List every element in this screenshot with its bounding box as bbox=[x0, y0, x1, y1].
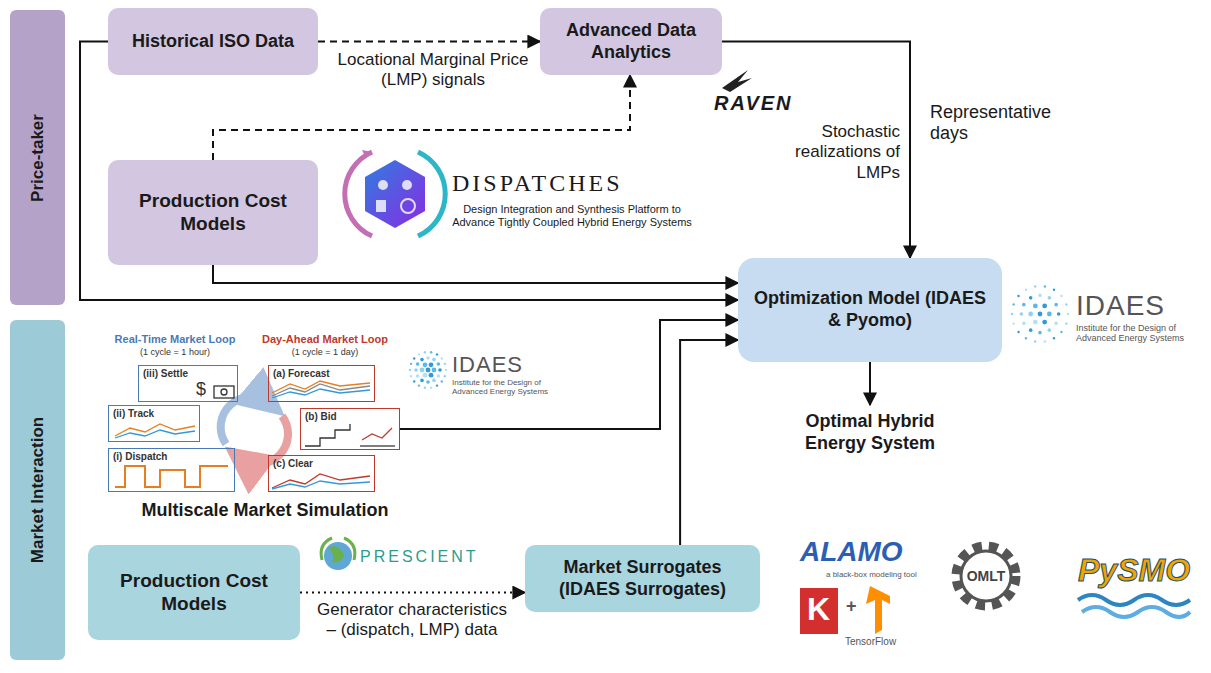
node-label: (a) Forecast bbox=[273, 368, 330, 380]
step-box: (b) Bid bbox=[300, 408, 400, 450]
node-label: Optimal Hybrid Energy System bbox=[780, 411, 960, 454]
prescient-globe bbox=[321, 538, 355, 570]
edge-label: Generator characteristics – (dispatch, L… bbox=[312, 600, 512, 641]
logo-text: RAVEN bbox=[714, 92, 793, 115]
node-label: (c) Clear bbox=[273, 458, 313, 470]
connector-arrow bbox=[400, 320, 738, 429]
node-label: Multiscale Market Simulation bbox=[141, 500, 388, 522]
node-label: (ii) Track bbox=[113, 408, 154, 420]
mini-graphs bbox=[115, 381, 395, 489]
process-box: Market Surrogates (IDAES Surrogates) bbox=[525, 545, 760, 612]
node-label: Production Cost Models bbox=[108, 570, 280, 616]
step-box: (c) Clear bbox=[268, 455, 375, 492]
currency-symbol: $ bbox=[196, 379, 206, 400]
logo-subtitle: Institute for the Design of Advanced Ene… bbox=[452, 378, 552, 396]
pysmo-waves bbox=[1078, 595, 1190, 617]
band-label: Market Interaction bbox=[28, 417, 48, 563]
logo-text: IDAES bbox=[1076, 290, 1165, 322]
step-box: (iii) Settle bbox=[138, 365, 238, 402]
edge-label: Stochastic realizations of LMPs bbox=[758, 122, 900, 183]
omlt-gear bbox=[956, 546, 1016, 606]
connector-arrow bbox=[318, 41, 540, 43]
node-label: (b) Bid bbox=[305, 411, 337, 423]
dispatches-logo bbox=[345, 150, 445, 236]
step-box: (ii) Track bbox=[108, 405, 200, 442]
result-text: Optimal Hybrid Energy System bbox=[780, 405, 960, 460]
logo-text: K bbox=[807, 591, 830, 628]
market-loop-arrows bbox=[221, 397, 288, 464]
section-band: Market Interaction bbox=[10, 320, 65, 660]
connector-arrow bbox=[869, 362, 871, 405]
node-label: Advanced Data Analytics bbox=[547, 20, 715, 63]
node-label: Optimization Model (IDAES & Pyomo) bbox=[754, 288, 986, 331]
logo-text: ALAMO bbox=[800, 536, 903, 568]
logo-text: IDAES bbox=[452, 352, 523, 377]
logo-text: PRESCIENT bbox=[360, 548, 479, 566]
connector-arrow bbox=[722, 42, 910, 259]
process-box: Historical ISO Data bbox=[108, 8, 318, 75]
process-box: Optimization Model (IDAES & Pyomo) bbox=[738, 258, 1002, 362]
logo-subtitle: a black-box modeling tool bbox=[826, 570, 917, 579]
loop-title: Day-Ahead Market Loop bbox=[250, 333, 400, 346]
node-label: Historical ISO Data bbox=[132, 31, 294, 53]
node-label: (iii) Settle bbox=[143, 368, 188, 380]
logo-text: OMLT bbox=[956, 568, 1016, 584]
section-band: Price-taker bbox=[10, 10, 65, 305]
process-box: Advanced Data Analytics bbox=[540, 8, 722, 75]
process-box: Production Cost Models bbox=[88, 545, 300, 640]
node-label: (i) Dispatch bbox=[113, 451, 167, 463]
keras-logo bbox=[800, 588, 838, 634]
node-label: Production Cost Models bbox=[128, 190, 298, 236]
logo-text: + bbox=[846, 596, 857, 617]
raven-bird bbox=[722, 70, 752, 92]
annotation: Representative days bbox=[930, 102, 1060, 143]
idaes-icon bbox=[409, 351, 447, 389]
logo-text: TensorFlow bbox=[845, 636, 896, 648]
loop-title: Real-Time Market Loop bbox=[100, 333, 250, 346]
logo-text: PySMO bbox=[1078, 552, 1190, 589]
connector-arrow bbox=[680, 340, 738, 545]
loop-subtitle: (1 cycle = 1 day) bbox=[250, 347, 400, 357]
logo-text: DISPATCHES bbox=[452, 170, 623, 198]
step-box: (i) Dispatch bbox=[108, 448, 235, 492]
logo-subtitle: Design Integration and Synthesis Platfor… bbox=[452, 203, 692, 228]
step-box: (a) Forecast bbox=[268, 365, 375, 402]
simulation-group: Multiscale Market Simulation (iii) Settle… bbox=[75, 330, 455, 528]
edge-label: Locational Marginal Price (LMP) signals bbox=[333, 50, 533, 91]
tensorflow-logo bbox=[866, 586, 890, 634]
idaes-icon bbox=[1011, 285, 1069, 343]
connector-arrow bbox=[213, 265, 738, 283]
node-label: Market Surrogates (IDAES Surrogates) bbox=[535, 557, 750, 600]
band-label: Price-taker bbox=[28, 114, 48, 202]
loop-subtitle: (1 cycle = 1 hour) bbox=[100, 347, 250, 357]
connector-arrow bbox=[80, 42, 738, 301]
connector-arrow bbox=[300, 592, 525, 594]
process-box: Production Cost Models bbox=[108, 160, 318, 265]
logo-subtitle: Institute for the Design of Advanced Ene… bbox=[1076, 323, 1194, 344]
